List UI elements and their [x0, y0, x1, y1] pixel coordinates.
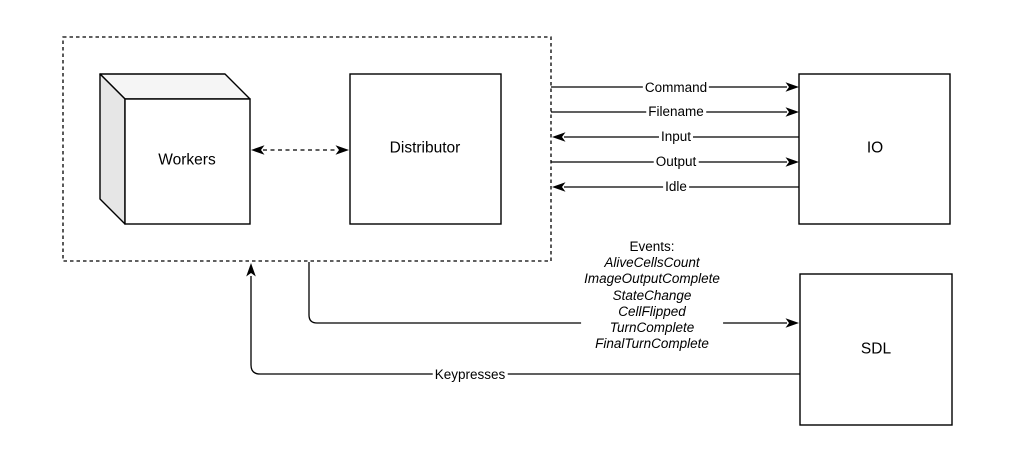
edge-workers-distributor [251, 145, 349, 155]
input-edge-label: Input [658, 128, 694, 146]
edge-keypresses-line [250, 276, 800, 375]
event-item-alive-cells-count: AliveCellsCount [604, 255, 700, 271]
workers-cube-left-face [99, 73, 126, 225]
event-item-state-change: StateChange [612, 287, 692, 303]
sdl-box [799, 273, 953, 426]
arrowhead-left-workers [251, 145, 265, 155]
idle-edge-label: Idle [663, 178, 689, 196]
arrowhead-input [552, 132, 566, 142]
io-box [798, 73, 951, 225]
workers-distributor-group-box [62, 36, 552, 262]
sdl-label: SDL [860, 340, 892, 358]
events-annotation: Events: AliveCellsCount ImageOutputCompl… [581, 239, 723, 353]
arrowhead-keypresses [246, 263, 256, 277]
workers-cube-front-face [124, 98, 251, 225]
workers-cube-top-face [99, 73, 251, 100]
filename-edge-label: Filename [646, 103, 706, 121]
arrowhead-output [785, 157, 799, 167]
arrowhead-idle [552, 182, 566, 192]
arrowhead-command [785, 82, 799, 92]
arrowhead-right-distributor [335, 145, 349, 155]
distributor-label: Distributor [389, 139, 461, 157]
io-label: IO [866, 139, 884, 157]
event-item-turn-complete: TurnComplete [609, 320, 695, 336]
distributor-box [349, 73, 502, 225]
arrowhead-events [785, 318, 799, 328]
events-title: Events: [629, 239, 675, 254]
edge-keypresses [246, 263, 800, 375]
keypresses-edge-label: Keypresses [432, 366, 508, 384]
workers-label: Workers [158, 151, 216, 169]
edge-events-line [308, 262, 787, 324]
event-item-cell-flipped: CellFlipped [618, 303, 686, 319]
edge-events [308, 262, 799, 328]
output-edge-label: Output [653, 153, 699, 171]
event-item-final-turn-complete: FinalTurnComplete [595, 336, 709, 352]
command-edge-label: Command [642, 79, 710, 97]
workers-cube [99, 73, 251, 225]
arrowhead-filename [785, 107, 799, 117]
event-item-image-output-complete: ImageOutputComplete [584, 271, 720, 287]
